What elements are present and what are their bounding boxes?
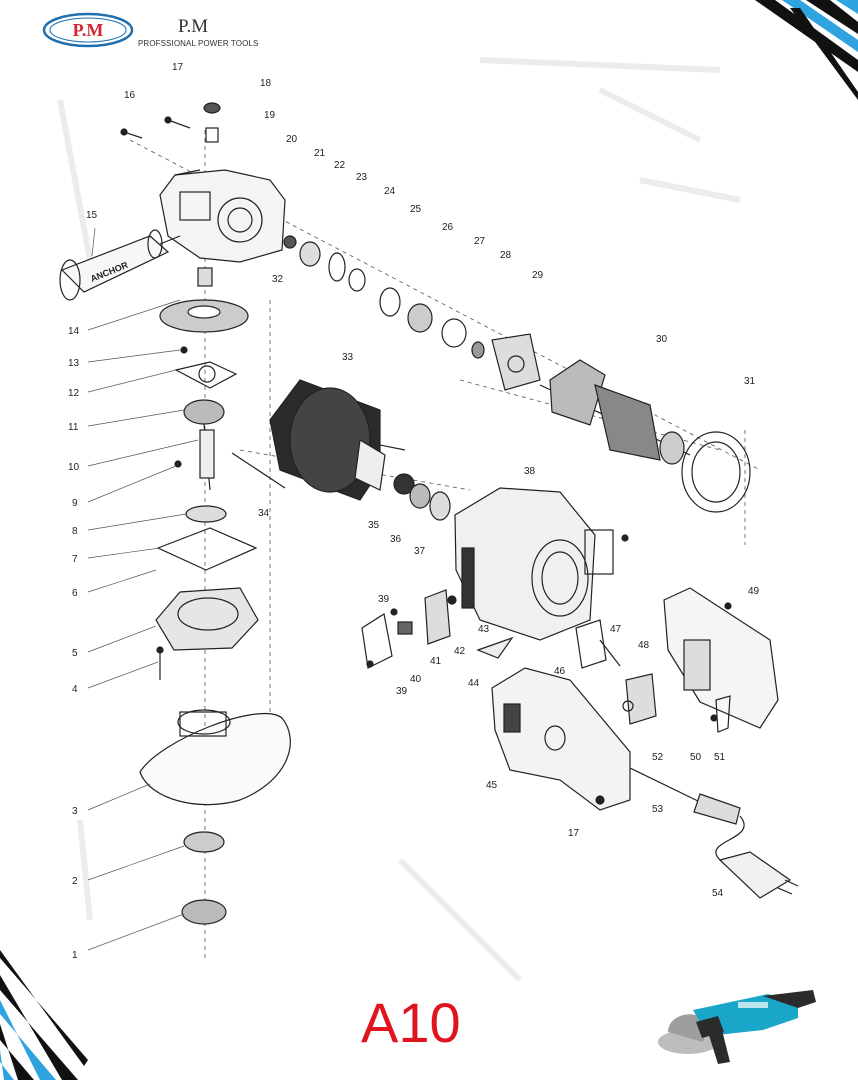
screw-34 xyxy=(231,452,286,489)
part-label: 3 xyxy=(72,806,78,817)
part-label: 47 xyxy=(610,624,622,635)
screw-17-top xyxy=(164,116,191,129)
part-label: 39 xyxy=(396,686,408,697)
part-label: 17 xyxy=(568,828,580,839)
inner-flange xyxy=(183,831,225,853)
part-label: 45 xyxy=(486,780,498,791)
part-label: 52 xyxy=(652,752,664,763)
part-label: 21 xyxy=(314,148,326,159)
rear-handle xyxy=(491,667,631,811)
part-label: 33 xyxy=(342,352,354,363)
part-label: 46 xyxy=(554,666,566,677)
small-screw-38 xyxy=(621,534,629,542)
brush-holder-group xyxy=(361,589,514,669)
part-label: 25 xyxy=(410,204,422,215)
part-label: 26 xyxy=(442,222,454,233)
top-right-stripes xyxy=(755,0,858,100)
part-label: 22 xyxy=(334,160,346,171)
part-label: 30 xyxy=(656,334,668,345)
nut-18 xyxy=(203,102,221,114)
part-label: 6 xyxy=(72,588,78,599)
bearings-35-37 xyxy=(393,473,451,521)
part-label: 43 xyxy=(478,624,490,635)
model-code: A10 xyxy=(361,991,461,1054)
spring-19 xyxy=(205,127,219,143)
armature-bearings xyxy=(283,235,541,391)
part-label: 28 xyxy=(500,250,512,261)
part-label: 17 xyxy=(172,62,184,73)
wheel-guard xyxy=(139,709,291,806)
part-label: 20 xyxy=(286,134,298,145)
part-label: 35 xyxy=(368,520,380,531)
brand-name: P.M xyxy=(178,16,209,37)
bottom-left-stripes xyxy=(0,950,88,1080)
dust-ring-31 xyxy=(681,431,751,513)
part-label: 38 xyxy=(524,466,536,477)
part-label: 8 xyxy=(72,526,78,537)
part-label: 9 xyxy=(72,498,78,509)
part-label: 4 xyxy=(72,684,78,695)
part-label: 36 xyxy=(390,534,402,545)
part-label: 18 xyxy=(260,78,272,89)
part-label: 34 xyxy=(258,508,270,519)
part-label: 41 xyxy=(430,656,442,667)
part-label: 13 xyxy=(68,358,80,369)
left-leader-lines xyxy=(87,227,199,951)
part-label: 15 xyxy=(86,210,98,221)
part-label: 31 xyxy=(744,376,756,387)
part-label: 1 xyxy=(72,950,78,961)
brand-tagline: PROFSSIONAL POWER TOOLS xyxy=(138,39,259,48)
pm-logo: P.M xyxy=(42,12,134,48)
background-shadows xyxy=(57,57,741,983)
stator-field xyxy=(269,379,406,501)
part-label: 40 xyxy=(410,674,422,685)
end-cover xyxy=(663,587,779,733)
part-label: 7 xyxy=(72,554,78,565)
part-number-labels: 1 2 3 4 5 6 7 8 9 10 11 12 13 14 15 16 1… xyxy=(68,62,760,961)
part-label: 42 xyxy=(454,646,466,657)
part-label: 54 xyxy=(712,888,724,899)
switch-parts xyxy=(575,619,657,725)
part-label: 29 xyxy=(532,270,544,281)
part-label: 44 xyxy=(468,678,480,689)
part-label: 11 xyxy=(68,422,79,433)
part-label: 53 xyxy=(652,804,664,815)
armature xyxy=(539,359,691,465)
part-label: 14 xyxy=(68,326,80,337)
part-label: 23 xyxy=(356,172,368,183)
part-label: 49 xyxy=(748,586,760,597)
part-label: 51 xyxy=(714,752,726,763)
power-cord xyxy=(629,767,799,899)
lock-nut xyxy=(181,899,227,925)
logo-text: P.M xyxy=(73,20,104,40)
part-label: 32 xyxy=(272,274,284,285)
spindle-stack xyxy=(155,267,259,680)
part-label: 24 xyxy=(384,186,396,197)
exploded-view-drawing xyxy=(57,57,799,983)
side-handle xyxy=(59,229,181,301)
part-label: 19 xyxy=(264,110,276,121)
part-label: 10 xyxy=(68,462,80,473)
screw-16 xyxy=(120,128,143,139)
screw-17-bottom xyxy=(595,795,605,805)
part-label: 50 xyxy=(690,752,702,763)
gear-housing xyxy=(159,169,286,263)
bracket-plate xyxy=(584,529,614,575)
part-label: 2 xyxy=(72,876,78,887)
angle-grinder-photo xyxy=(658,990,816,1064)
motor-housing xyxy=(454,487,596,641)
part-label: 48 xyxy=(638,640,650,651)
part-label: 27 xyxy=(474,236,486,247)
part-label: 39 xyxy=(378,594,390,605)
part-label: 16 xyxy=(124,90,136,101)
part-label: 37 xyxy=(414,546,426,557)
part-label: 12 xyxy=(68,388,80,399)
part-label: 5 xyxy=(72,648,78,659)
